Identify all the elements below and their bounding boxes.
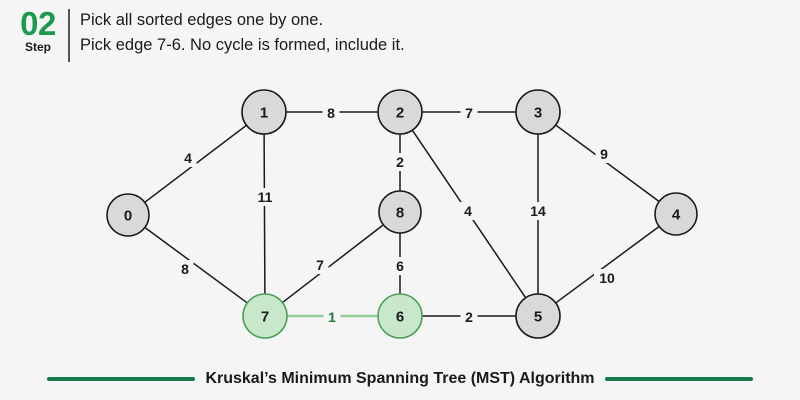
header-divider: [68, 9, 70, 62]
graph-node-label-1: 1: [260, 105, 268, 122]
graph-edge-weight-backdrop: [179, 149, 197, 167]
graph-area: 4 8 7 11 2 4 14 9 10 8 7 6 2 1 0 1 2 3 4 5 6 7 8: [0, 72, 800, 350]
graph-edge-7-8: [281, 224, 384, 304]
step-label: Step: [24, 40, 51, 54]
graph-edge-weight-1-2: 8: [327, 105, 335, 121]
header-line-2: Pick edge 7-6. No cycle is formed, inclu…: [80, 36, 405, 54]
graph-edge-weight-0-7: 8: [181, 261, 189, 277]
graph-node-label-3: 3: [534, 105, 542, 122]
footer-title: Kruskal’s Minimum Spanning Tree (MST) Al…: [205, 370, 595, 387]
graph-nodes-layer: 0 1 2 3 4 5 6 7 8: [106, 89, 698, 339]
graph-edge-weight-backdrop: [460, 308, 478, 326]
graph-edge-weights-layer: 4 8 7 11 2 4 14 9 10 8 7 6 2 1: [176, 104, 620, 326]
graph-edge-weight-1-7: 11: [258, 189, 273, 205]
step-badge: 02 Step: [12, 5, 64, 55]
graph-edge-weight-8-6: 6: [396, 258, 404, 274]
graph-node-7[interactable]: [242, 293, 288, 339]
graph-edge-weight-3-4: 9: [600, 146, 608, 162]
graph-edge-1-7: [263, 133, 266, 295]
graph-node-label-5: 5: [534, 309, 542, 326]
header-line-1: Pick all sorted edges one by one.: [80, 11, 324, 29]
graph-edge-weight-6-5: 2: [465, 309, 473, 325]
graph-edge-weight-4-5: 10: [599, 270, 615, 286]
graph-node-2[interactable]: [377, 89, 423, 135]
header: 02 Step Pick all sorted edges one by one…: [0, 0, 800, 72]
graph-edge-weight-3-5: 14: [530, 203, 546, 219]
graph-edge-0-7: [144, 226, 248, 304]
mst-graph: 4 8 7 11 2 4 14 9 10 8 7 6 2 1 0 1 2 3 4 5 6 7 8: [106, 89, 698, 339]
graph-node-6[interactable]: [377, 293, 423, 339]
graph-edge-weight-backdrop: [459, 202, 477, 220]
graph-node-5[interactable]: [515, 293, 561, 339]
graph-edge-weight-7-8: 7: [316, 257, 324, 273]
graph-node-1[interactable]: [241, 89, 287, 135]
footer-rule-left: [47, 377, 196, 381]
graph-edge-weight-backdrop: [525, 202, 551, 220]
graph-edge-weight-2-8: 2: [396, 154, 404, 170]
graph-edge-weight-backdrop: [252, 188, 278, 206]
footer: Kruskal’s Minimum Spanning Tree (MST) Al…: [0, 358, 800, 400]
graph-node-label-6: 6: [396, 309, 404, 326]
graph-edge-weight-backdrop: [594, 269, 620, 287]
graph-node-0[interactable]: [106, 193, 150, 237]
graph-edge-weight-backdrop: [311, 256, 329, 274]
graph-edge-weight-2-5: 4: [464, 203, 472, 219]
graph-node-label-2: 2: [396, 105, 404, 122]
graph-edge-weight-backdrop: [391, 153, 409, 171]
graph-node-8[interactable]: [378, 190, 422, 234]
graph-edge-weight-backdrop: [391, 257, 409, 275]
graph-edge-weight-backdrop: [595, 145, 613, 163]
graph-edge-weight-backdrop: [322, 104, 340, 122]
footer-rule-right: [604, 377, 753, 381]
header-description: Pick all sorted edges one by one. Pick e…: [80, 8, 780, 58]
graph-edge-3-4: [555, 124, 660, 203]
graph-node-label-0: 0: [124, 208, 132, 225]
graph-node-3[interactable]: [515, 89, 561, 135]
graph-node-label-8: 8: [396, 205, 404, 222]
graph-edge-weight-backdrop: [460, 104, 478, 122]
graph-node-label-4: 4: [672, 207, 681, 224]
graph-node-label-7: 7: [261, 309, 269, 326]
graph-edge-weight-backdrop: [323, 308, 341, 326]
graph-edge-weight-2-3: 7: [465, 105, 473, 121]
graph-edge-weight-backdrop: [176, 260, 194, 278]
graph-node-4[interactable]: [654, 192, 698, 236]
graph-edge-4-5: [555, 225, 660, 304]
graph-edge-weight-7-6: 1: [328, 309, 336, 325]
step-number: 02: [20, 5, 56, 42]
graph-edge-weight-0-1: 4: [184, 150, 192, 166]
